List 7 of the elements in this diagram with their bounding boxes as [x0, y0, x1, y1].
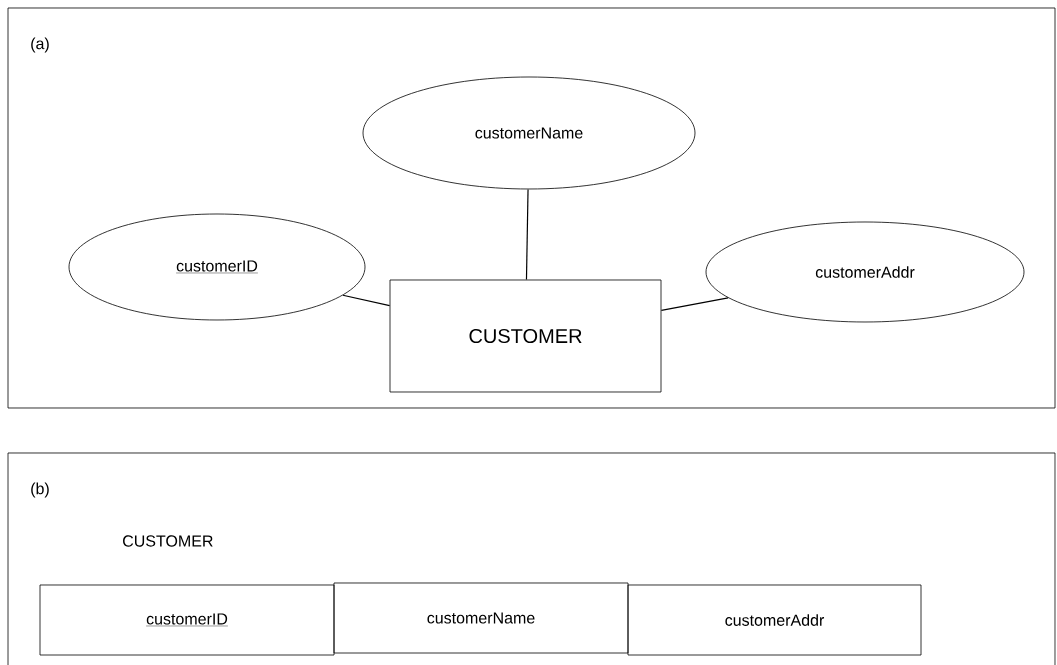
entity-box: CUSTOMER	[389, 279, 662, 393]
table-cell: customerID	[39, 584, 335, 656]
table-cell: customerName	[333, 582, 629, 654]
connector-line	[342, 294, 391, 307]
table-cell: customerAddr	[627, 584, 922, 656]
connector-line	[525, 188, 529, 281]
connector-line	[660, 297, 729, 312]
